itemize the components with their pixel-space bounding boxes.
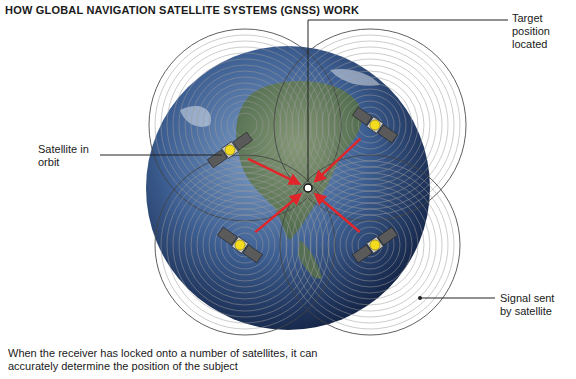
- signal-arrow: [315, 139, 360, 181]
- diagram-title: HOW GLOBAL NAVIGATION SATELLITE SYSTEMS …: [5, 4, 359, 17]
- signal-ring: [167, 167, 323, 323]
- signal-ring: [292, 167, 448, 323]
- leader-line: [308, 20, 508, 182]
- target-dot: [304, 184, 312, 192]
- signal-arrow: [255, 194, 300, 232]
- signal-ring: [227, 227, 263, 263]
- signal-ring: [304, 179, 436, 311]
- caption-text: When the receiver has locked onto a numb…: [8, 347, 328, 373]
- signal-ring: [334, 89, 406, 161]
- satellite-icon: [352, 106, 398, 143]
- signal-ring: [304, 59, 436, 191]
- signal-ring: [352, 107, 388, 143]
- signal-ring: [352, 227, 388, 263]
- signal-ring: [340, 95, 400, 155]
- callout-label: Signal sent by satellite: [500, 292, 568, 318]
- signal-ring: [316, 191, 424, 299]
- signal-ring: [209, 89, 281, 161]
- signal-ring: [310, 185, 430, 305]
- signal-ring: [298, 173, 442, 317]
- callout-label: Satellite in orbit: [38, 143, 96, 169]
- signal-ring: [179, 179, 311, 311]
- leader-line: [100, 155, 222, 156]
- satellite-icon: [207, 131, 253, 168]
- signal-ring: [322, 77, 418, 173]
- signal-arrows: [248, 139, 360, 232]
- signal-ring: [346, 221, 394, 269]
- signal-ring: [167, 47, 323, 203]
- satellite-icons: [207, 106, 398, 263]
- signal-ring: [292, 47, 448, 203]
- signal-ring: [215, 95, 275, 155]
- satellite-icon: [217, 226, 263, 263]
- signal-ring: [286, 161, 454, 329]
- signal-arrow: [248, 159, 299, 184]
- signal-ring: [179, 59, 311, 191]
- signal-ring: [197, 77, 293, 173]
- signal-ring: [280, 155, 460, 335]
- signal-ring: [185, 185, 305, 305]
- signal-ring: [191, 191, 299, 299]
- satellite-icon: [352, 226, 398, 263]
- leader-line: [420, 298, 495, 299]
- signal-ring: [328, 83, 412, 167]
- signal-ring: [298, 53, 442, 197]
- signal-ring: [280, 35, 460, 215]
- signal-ring: [346, 101, 394, 149]
- callout-label: Target position located: [512, 12, 572, 51]
- signal-arrow: [316, 194, 360, 232]
